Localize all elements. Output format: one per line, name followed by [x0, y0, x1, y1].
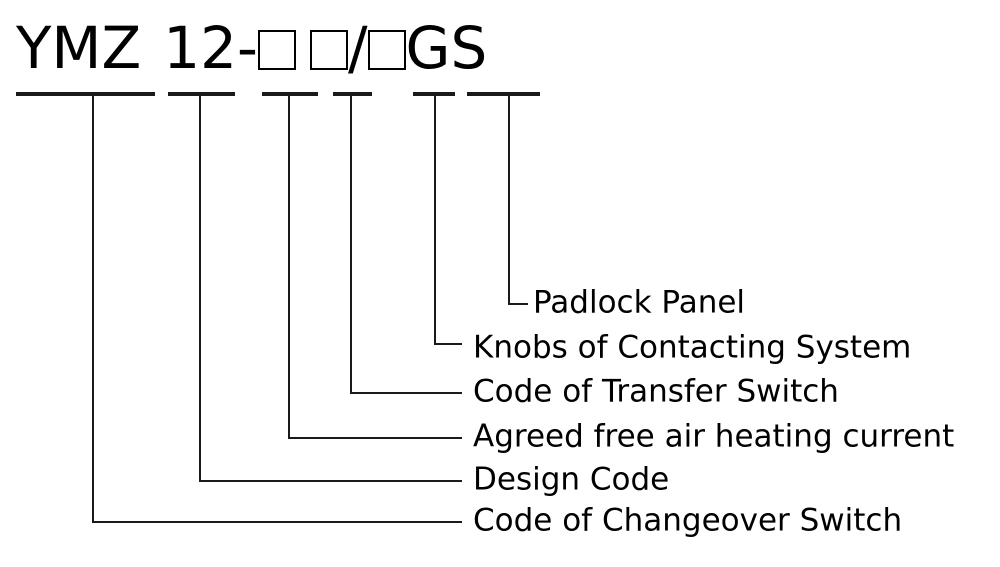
- code-segment-suffix: GS: [405, 14, 488, 82]
- leader-hline-knobs-of-contacting-system: [434, 343, 462, 345]
- leader-vline-design-code: [199, 95, 201, 480]
- code-segment-series-number: 12-: [163, 14, 258, 82]
- leader-hline-padlock-panel: [508, 303, 528, 305]
- code-placeholder-box-3: [367, 30, 406, 70]
- code-separator-slash: /: [347, 14, 368, 82]
- underline-bar-1: [16, 92, 155, 96]
- leader-vline-code-of-transfer-switch: [350, 95, 352, 392]
- callout-label-knobs-of-contacting-system: Knobs of Contacting System: [473, 329, 912, 366]
- underline-bar-5: [413, 92, 455, 96]
- leader-vline-knobs-of-contacting-system: [434, 95, 436, 343]
- leader-hline-design-code: [199, 480, 462, 482]
- leader-vline-padlock-panel: [508, 95, 510, 303]
- code-placeholder-box-1: [257, 30, 296, 70]
- underline-bar-6: [467, 92, 540, 96]
- leader-hline-agreed-free-air-heating-current: [288, 437, 462, 439]
- code-segment-series-prefix: YMZ: [16, 14, 142, 82]
- product-code-string: YMZ 12- / GS: [16, 12, 487, 84]
- leader-vline-code-of-changeover-switch: [92, 95, 94, 521]
- leader-hline-code-of-transfer-switch: [350, 392, 462, 394]
- callout-label-code-of-changeover-switch: Code of Changeover Switch: [473, 502, 903, 539]
- underline-bar-4: [333, 92, 372, 96]
- callout-label-padlock-panel: Padlock Panel: [533, 284, 746, 321]
- code-placeholder-box-2: [309, 30, 348, 70]
- underline-bar-2: [168, 92, 235, 96]
- underline-bar-3: [262, 92, 318, 96]
- leader-vline-agreed-free-air-heating-current: [288, 95, 290, 437]
- callout-label-code-of-transfer-switch: Code of Transfer Switch: [473, 373, 839, 410]
- callout-label-agreed-free-air-heating-current: Agreed free air heating current: [473, 418, 955, 455]
- leader-hline-code-of-changeover-switch: [92, 521, 462, 523]
- callout-label-design-code: Design Code: [473, 461, 670, 498]
